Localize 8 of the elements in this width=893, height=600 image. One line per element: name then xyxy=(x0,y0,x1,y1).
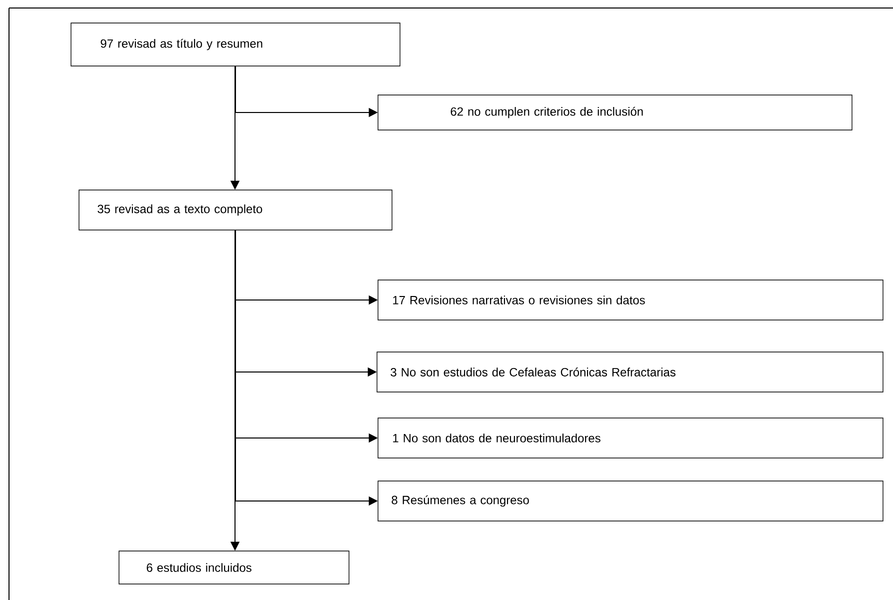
process-box: 8 Resúmenes a congreso xyxy=(378,480,884,522)
process-box: 97 revisad as título y resumen xyxy=(70,22,400,66)
process-box: 62 no cumplen criterios de inclusión xyxy=(378,94,852,130)
process-box: 1 No son datos de neuroestimuladores xyxy=(378,418,884,458)
process-box: 3 No son estudios de Cefaleas Crónicas Refractarias xyxy=(376,352,884,392)
process-box: 35 revisad as a texto completo xyxy=(78,190,392,230)
process-box: 17 Revisiones narrativas o revisiones sin datos xyxy=(378,280,884,320)
process-box: 6 estudios incluidos xyxy=(118,550,350,584)
